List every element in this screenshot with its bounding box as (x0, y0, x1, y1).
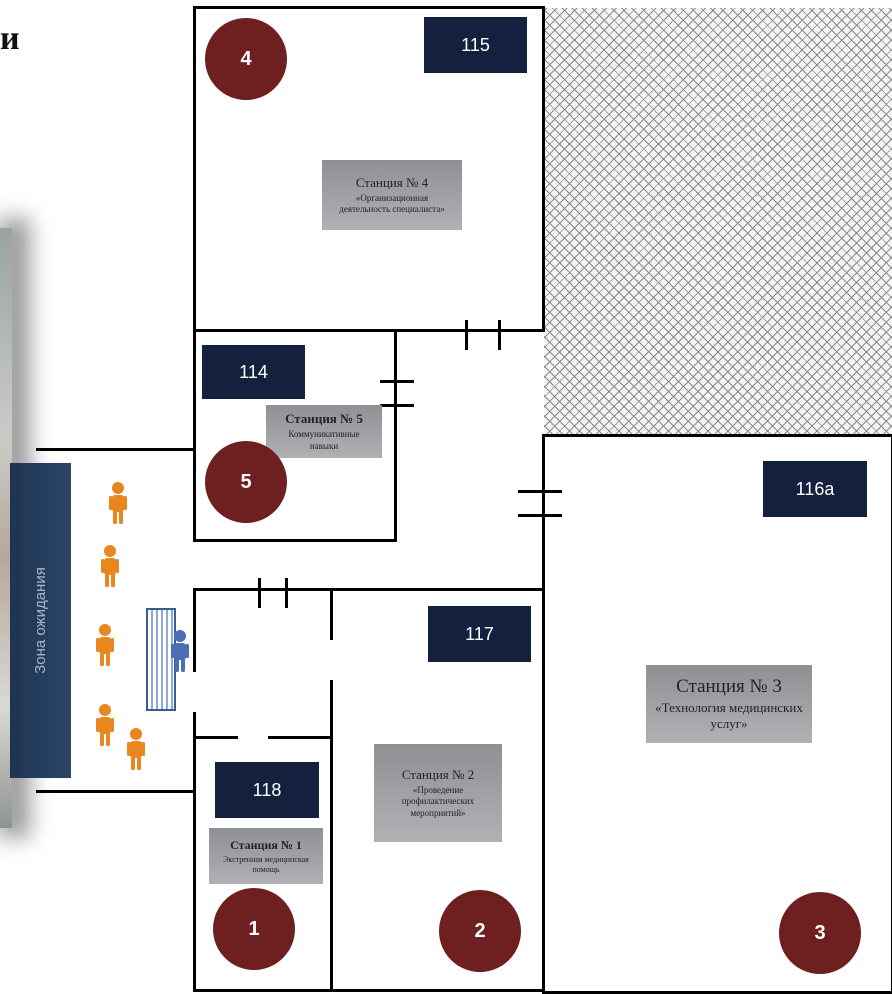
station-description: «Технология медицинских услуг» (655, 699, 803, 731)
station-sign-3: Станция № 3 «Технология медицинских услу… (646, 665, 812, 743)
station-description: «Проведение профилактических мероприятий… (401, 785, 475, 818)
wall (36, 790, 196, 793)
station-description: Коммуникативные навыки (288, 429, 360, 451)
station-description: Экстренная медицинская помощь (223, 854, 309, 874)
station-marker-5: 5 (205, 441, 287, 523)
station-marker-3: 3 (779, 892, 861, 974)
person-icon (109, 482, 127, 524)
door-mark (498, 320, 501, 350)
station-title: Станция № 2 (401, 767, 475, 783)
waiting-zone-label: Зона ожидания (32, 567, 50, 674)
station-description: «Организационная деятельность специалист… (339, 192, 445, 214)
person-icon (96, 704, 114, 746)
room-number-118: 118 (215, 762, 319, 818)
door-mark (518, 514, 562, 517)
station-sign-4: Станция № 4 «Организационная деятельност… (322, 160, 462, 230)
station-title: Станция № 5 (285, 411, 363, 427)
person-icon (96, 624, 114, 666)
room-number-114: 114 (202, 345, 305, 399)
station-title: Станция № 1 (230, 837, 302, 852)
station-sign-1: Станция № 1 Экстренная медицинская помощ… (209, 828, 323, 884)
reception-desk (146, 608, 176, 711)
background-photo (0, 228, 12, 828)
station-title: Станция № 3 (676, 675, 782, 697)
door-mark (518, 490, 562, 493)
wall (193, 588, 196, 672)
door-mark (465, 320, 468, 350)
room-number-117: 117 (428, 606, 531, 662)
station-marker-1: 1 (213, 888, 295, 970)
wall (193, 736, 238, 739)
room-number-115: 115 (424, 17, 527, 73)
waiting-zone: Зона ожидания (10, 463, 71, 778)
station-sign-2: Станция № 2 «Проведение профилактических… (374, 744, 502, 842)
hatched-area (544, 8, 892, 436)
wall (193, 712, 196, 992)
wall (36, 448, 196, 451)
station-sign-5: Станция № 5 Коммуникативные навыки (266, 405, 382, 458)
wall (193, 588, 545, 591)
station-marker-4: 4 (205, 18, 287, 100)
door-mark (380, 404, 414, 407)
door-mark (258, 578, 261, 608)
wall (193, 989, 545, 992)
person-icon (127, 728, 145, 770)
station-marker-2: 2 (439, 890, 521, 972)
wall (268, 736, 333, 739)
room-number-116a: 116а (763, 461, 867, 517)
wall (330, 680, 333, 992)
wall (330, 588, 333, 640)
door-mark (285, 578, 288, 608)
door-mark (380, 380, 414, 383)
page-heading: и (0, 20, 20, 57)
person-icon (101, 545, 119, 587)
station-title: Станция № 4 (355, 174, 429, 190)
